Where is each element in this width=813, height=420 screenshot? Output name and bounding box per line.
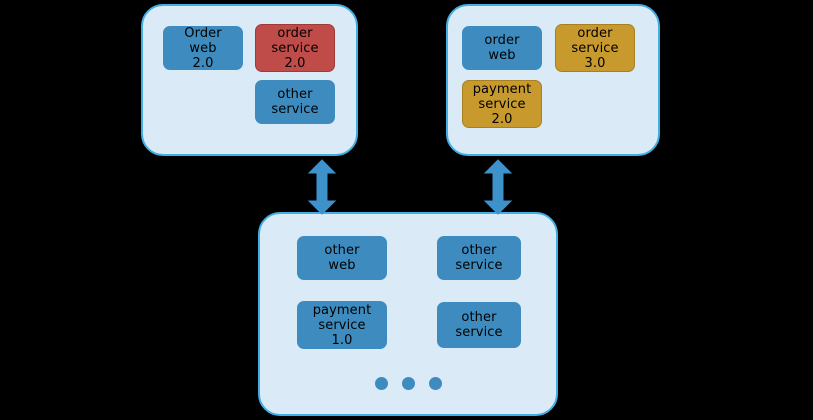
node-order-service-2-0[interactable]: order service 2.0 xyxy=(255,24,335,72)
group-top-right[interactable]: order web order service 3.0 payment serv… xyxy=(446,4,660,156)
node-other-service-bottom-right-1[interactable]: other service xyxy=(437,236,521,280)
ellipsis-dot-2 xyxy=(402,377,415,390)
node-other-web[interactable]: other web xyxy=(297,236,387,280)
node-order-web-2-0[interactable]: Order web 2.0 xyxy=(163,26,243,71)
node-order-service-3-0[interactable]: order service 3.0 xyxy=(555,24,635,72)
node-payment-service-1-0[interactable]: payment service 1.0 xyxy=(297,301,387,349)
node-payment-service-2-0[interactable]: payment service 2.0 xyxy=(462,80,542,128)
node-order-web[interactable]: order web xyxy=(462,26,542,70)
ellipsis-dot-3 xyxy=(429,377,442,390)
node-other-service-top-left[interactable]: other service xyxy=(255,80,335,124)
group-bottom[interactable]: other web other service payment service … xyxy=(258,212,558,416)
group-top-left[interactable]: Order web 2.0 order service 2.0 other se… xyxy=(141,4,358,156)
ellipsis-dot-1 xyxy=(375,377,388,390)
connector-left-double-arrow[interactable] xyxy=(307,159,337,215)
node-other-service-bottom-right-2[interactable]: other service xyxy=(437,302,521,348)
ellipsis-dots xyxy=(375,377,442,390)
connector-right-double-arrow[interactable] xyxy=(483,159,513,215)
